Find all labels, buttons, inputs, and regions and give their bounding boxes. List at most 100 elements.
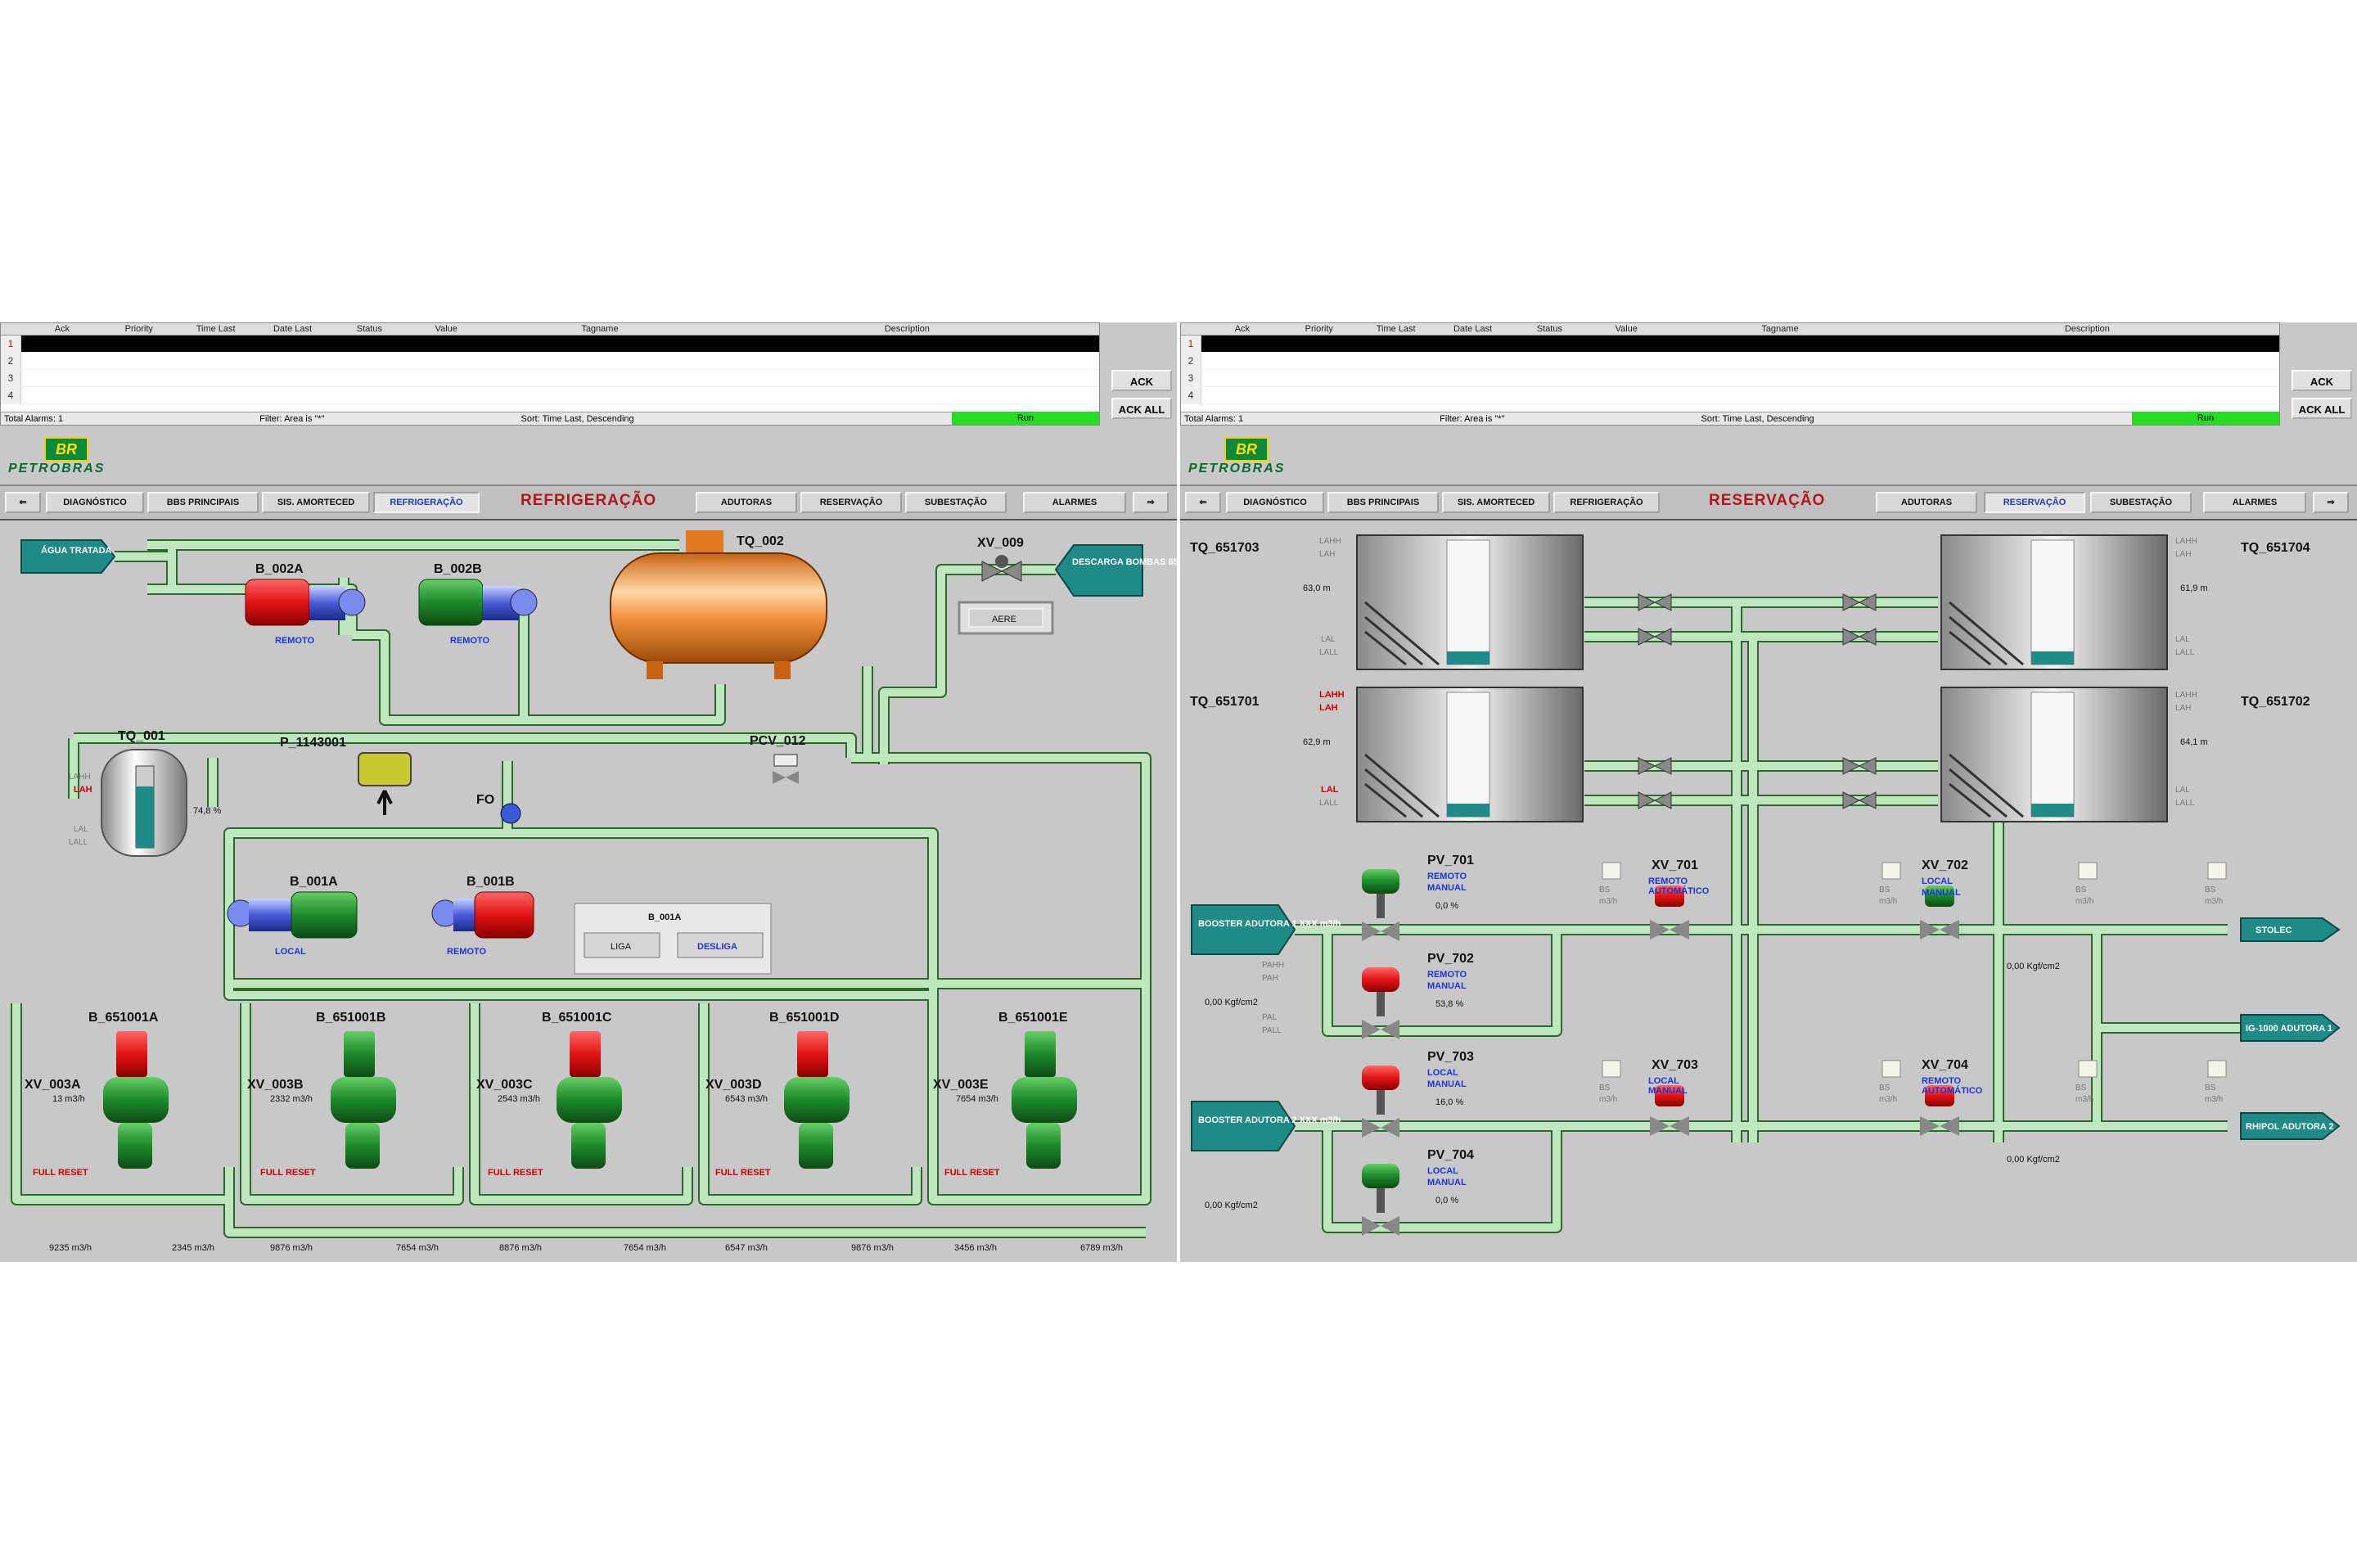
tank-tq-651704[interactable]	[1940, 534, 2168, 670]
fo-orifice-icon[interactable]	[500, 803, 521, 824]
col-date[interactable]: Date Last	[273, 324, 313, 334]
pump-b-651001c[interactable]	[557, 1031, 622, 1169]
booster-adutora-1-tag[interactable]: BOOSTER ADUTORA 1 XXX m3/h	[1191, 904, 1341, 955]
tank-tq-651701[interactable]	[1356, 687, 1584, 822]
col-value[interactable]: Value	[1615, 324, 1638, 334]
row-number: 2	[1, 353, 21, 369]
pump-b-001b[interactable]	[431, 891, 534, 939]
pump-b-651001e[interactable]	[1012, 1031, 1077, 1169]
ig-1000-tag[interactable]: IG-1000 ADUTORA 1	[2240, 1014, 2341, 1042]
forward-button[interactable]: ⇒	[1133, 492, 1169, 513]
reservacao-diagram: TQ_651703 63,0 m LAHH LAH LAL LALL TQ_65…	[1190, 534, 2341, 1236]
nav-diagnostico[interactable]: DIAGNÓSTICO	[1226, 492, 1324, 513]
nav-subestacao[interactable]: SUBESTAÇÃO	[905, 492, 1007, 513]
tq-651701-lal: LAL	[1321, 785, 1339, 795]
nav-bbs-principais[interactable]: BBS PRINCIPAIS	[1327, 492, 1439, 513]
pump-b-002b[interactable]	[418, 579, 538, 626]
nav-sis-amorteced[interactable]: SIS. AMORTECED	[1442, 492, 1550, 513]
nav-bbs-principais[interactable]: BBS PRINCIPAIS	[147, 492, 259, 513]
pump-b-002a[interactable]	[245, 579, 366, 626]
rhipol-tag[interactable]: RHIPOL ADUTORA 2	[2240, 1112, 2341, 1140]
alarm-table-header: Ack Priority Time Last Date Last Status …	[1181, 323, 2279, 336]
col-ack[interactable]: Ack	[1234, 324, 1251, 334]
nav-refrigeracao[interactable]: REFRIGERAÇÃO	[373, 492, 480, 513]
strainer-p-1143001[interactable]	[358, 752, 412, 815]
pv-703-valve[interactable]	[1362, 1066, 1399, 1138]
col-tagname[interactable]: Tagname	[581, 324, 619, 334]
col-description[interactable]: Description	[884, 324, 930, 334]
row-number: 3	[1181, 370, 1201, 386]
filter-text: Filter: Area is "*"	[259, 414, 325, 424]
alarm-table[interactable]: Ack Priority Time Last Date Last Status …	[0, 322, 1100, 426]
pressure-1: 0,00 Kgf/cm2	[1205, 998, 1258, 1007]
interconnect-valves[interactable]	[1638, 593, 1877, 809]
xv-701-valve[interactable]	[1650, 885, 1689, 939]
pump-b-001a[interactable]	[227, 891, 358, 939]
alarm-row[interactable]: 3	[1, 370, 1099, 387]
pv-704-valve[interactable]	[1362, 1164, 1399, 1236]
col-value[interactable]: Value	[435, 324, 457, 334]
alarm-row[interactable]: 4	[1, 387, 1099, 404]
alarm-row[interactable]: 2	[1181, 353, 2279, 370]
xv-704-valve[interactable]	[1920, 1085, 1959, 1136]
pump-b-651001d[interactable]	[784, 1031, 850, 1169]
nav-refrigeracao[interactable]: REFRIGERAÇÃO	[1553, 492, 1660, 513]
nav-alarmes[interactable]: ALARMES	[2203, 492, 2306, 513]
tq-001-tank[interactable]	[101, 749, 187, 857]
nav-diagnostico[interactable]: DIAGNÓSTICO	[46, 492, 144, 513]
booster-adutora-2-tag[interactable]: BOOSTER ADUTORA 2 XXX m3/h	[1191, 1101, 1341, 1151]
instrument-boxes[interactable]	[1602, 862, 2227, 1078]
pv-702-valve[interactable]	[1362, 967, 1399, 1039]
nav-reservacao[interactable]: RESERVAÇÃO	[800, 492, 902, 513]
alarm-row[interactable]: 2	[1, 353, 1099, 370]
pcv-012-valve[interactable]	[773, 754, 799, 784]
ack-button[interactable]: ACK	[1111, 370, 1172, 391]
col-priority[interactable]: Priority	[1305, 324, 1333, 334]
inst-unit-6: m3/h	[1879, 1095, 1897, 1104]
col-time[interactable]: Time Last	[196, 324, 236, 334]
agua-tratada-tag[interactable]: ÁGUA TRATADA	[20, 539, 116, 574]
tank-tq-651702[interactable]	[1940, 687, 2168, 822]
alarm-row[interactable]: 4	[1181, 387, 2279, 404]
col-status[interactable]: Status	[1536, 324, 1562, 334]
nav-subestacao[interactable]: SUBESTAÇÃO	[2090, 492, 2192, 513]
xv-702-valve[interactable]	[1920, 885, 1959, 939]
col-tagname[interactable]: Tagname	[1761, 324, 1799, 334]
xv-009-valve[interactable]	[981, 555, 1022, 582]
nav-alarmes[interactable]: ALARMES	[1023, 492, 1126, 513]
back-button[interactable]: ⇐	[5, 492, 41, 513]
pv-701-valve[interactable]	[1362, 869, 1399, 941]
nav-adutoras[interactable]: ADUTORAS	[696, 492, 797, 513]
ack-all-button[interactable]: ACK ALL	[1111, 398, 1172, 419]
pump-b-651001b[interactable]	[331, 1031, 396, 1169]
alarm-table-right[interactable]: Ack Priority Time Last Date Last Status …	[1180, 322, 2280, 426]
col-ack[interactable]: Ack	[54, 324, 70, 334]
xv-703-valve[interactable]	[1650, 1085, 1689, 1136]
aere-button[interactable]	[968, 608, 1043, 628]
ig-1000-label: IG-1000 ADUTORA 1	[2246, 1024, 2332, 1034]
filter-text: Filter: Area is "*"	[1440, 414, 1505, 424]
col-time[interactable]: Time Last	[1376, 324, 1416, 334]
liga-button[interactable]	[584, 932, 660, 958]
ack-all-button[interactable]: ACK ALL	[2292, 398, 2352, 419]
descarga-bombas-tag[interactable]: DESCARGA BOMBAS 651001	[1054, 544, 1177, 597]
forward-button[interactable]: ⇒	[2313, 492, 2349, 513]
nav-reservacao[interactable]: RESERVAÇÃO	[1984, 492, 2085, 513]
tq-002-tank[interactable]	[610, 530, 827, 679]
col-status[interactable]: Status	[356, 324, 382, 334]
tank-tq-651703[interactable]	[1356, 534, 1584, 670]
col-priority[interactable]: Priority	[124, 324, 153, 334]
nav-sis-amorteced[interactable]: SIS. AMORTECED	[262, 492, 370, 513]
pump-b-651001a[interactable]	[103, 1031, 169, 1169]
col-date[interactable]: Date Last	[1453, 324, 1493, 334]
xv-003a-flow: 13 m3/h	[52, 1094, 85, 1104]
nav-adutoras[interactable]: ADUTORAS	[1876, 492, 1977, 513]
alarm-row[interactable]: 1	[1181, 336, 2279, 353]
alarm-row[interactable]: 3	[1181, 370, 2279, 387]
stolec-tag[interactable]: STOLEC	[2240, 917, 2341, 942]
ack-button[interactable]: ACK	[2292, 370, 2352, 391]
col-description[interactable]: Description	[2064, 324, 2110, 334]
alarm-row[interactable]: 1	[1, 336, 1099, 353]
desliga-button[interactable]	[677, 932, 764, 958]
back-button[interactable]: ⇐	[1185, 492, 1221, 513]
